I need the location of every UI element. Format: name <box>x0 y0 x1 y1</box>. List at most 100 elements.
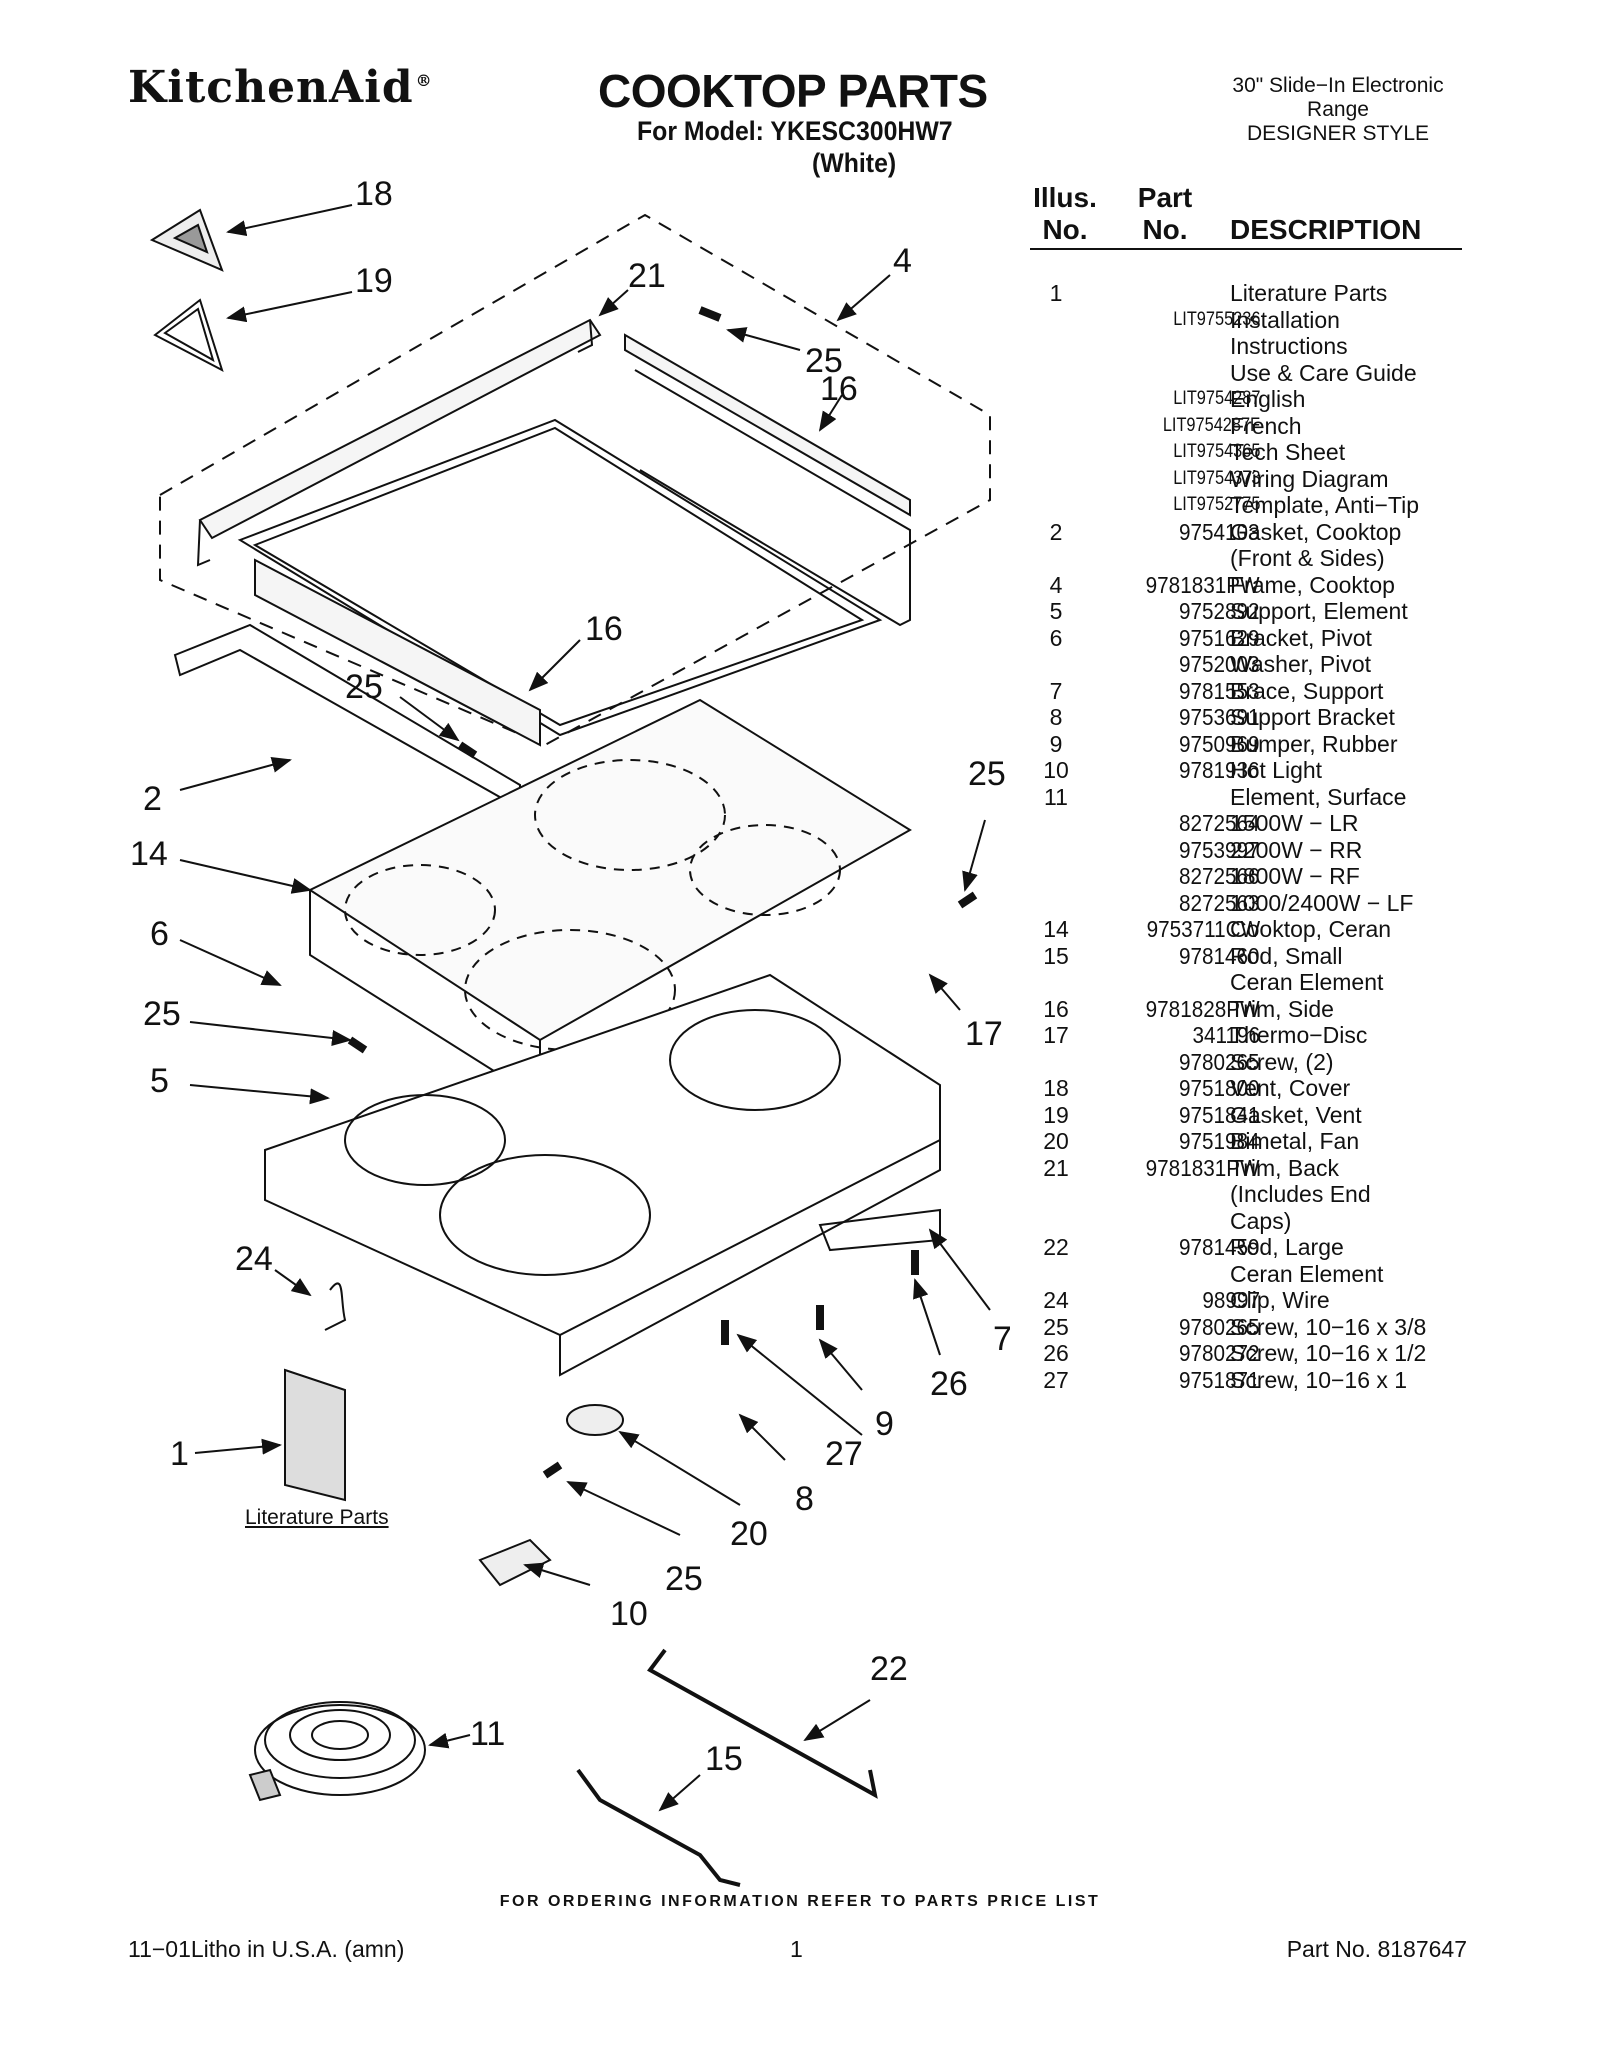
callout-1: 1 <box>170 1435 189 1473</box>
part-number: LIT9754287F <box>1162 414 1260 436</box>
table-row: Use & Care Guide <box>1030 360 1470 387</box>
callout-8: 8 <box>795 1480 814 1518</box>
callout-17: 17 <box>965 1015 1003 1053</box>
callout-5: 5 <box>150 1062 169 1100</box>
part-description: Screw, 10−16 x 1/2 <box>1230 1340 1427 1366</box>
illus-number: 1 <box>1049 280 1063 306</box>
exploded-parts-diagram: 18 19 21 4 25 16 16 25 2 14 25 6 25 17 5… <box>130 175 1010 1887</box>
callout-26: 26 <box>930 1365 968 1403</box>
illus-number: 10 <box>1043 757 1069 783</box>
cooktop-frame-dashed <box>159 213 991 747</box>
element-support-part <box>264 973 941 1337</box>
callout-25b: 25 <box>345 668 383 706</box>
callout-11: 11 <box>470 1715 505 1753</box>
part-number: 9781831PW <box>1146 571 1260 598</box>
part-number: LIT9754365 <box>1172 441 1260 462</box>
part-description: 1500W − LR <box>1230 810 1359 836</box>
table-row: Ceran Element <box>1030 969 1470 996</box>
callout-4: 4 <box>893 242 912 280</box>
table-row: (Includes End <box>1030 1181 1470 1208</box>
part-number: 9781831PW <box>1146 1154 1260 1181</box>
range-description: 30" Slide−In Electronic Range DESIGNER S… <box>1208 74 1468 146</box>
part-number: 341196 <box>1192 1022 1260 1048</box>
illus-number: 15 <box>1043 942 1069 969</box>
callout-25d: 25 <box>143 995 181 1033</box>
illus-number: 14 <box>1043 916 1069 942</box>
vent-gasket-part <box>153 298 224 373</box>
part-description: Gasket, Vent <box>1230 1101 1362 1128</box>
part-number: 9753691 <box>1179 704 1260 730</box>
callout-16b: 16 <box>585 610 623 648</box>
part-description: Caps) <box>1230 1207 1292 1234</box>
callout-2: 2 <box>143 780 162 818</box>
part-number: 9751871 <box>1179 1366 1260 1393</box>
part-number: LIT9754373 <box>1172 467 1260 489</box>
part-description: French <box>1230 412 1302 439</box>
header-rule <box>1030 248 1462 250</box>
table-row: Ceran Element <box>1030 1261 1470 1288</box>
part-number: 98997 <box>1202 1287 1260 1313</box>
part-description: (Includes End <box>1230 1181 1371 1207</box>
part-number: 9781553 <box>1179 677 1260 704</box>
part-number: 8272564 <box>1179 810 1260 836</box>
illus-number: 16 <box>1043 995 1069 1022</box>
part-number: LIT9752775 <box>1172 494 1260 515</box>
illus-number: 8 <box>1049 704 1063 730</box>
callout-9: 9 <box>875 1405 894 1443</box>
callout-25e: 25 <box>665 1560 703 1598</box>
illus-number: 5 <box>1049 598 1063 624</box>
part-description: Vent, Cover <box>1230 1075 1351 1101</box>
part-description: Support, Element <box>1230 598 1408 624</box>
callout-18: 18 <box>355 175 393 213</box>
small-rod-part <box>576 1768 741 1887</box>
part-number: 9753711CW <box>1146 916 1260 942</box>
side-trim-right <box>624 333 911 517</box>
part-number: 9750969 <box>1179 730 1260 757</box>
part-description: Cooktop, Ceran <box>1230 916 1392 942</box>
part-description: 1800W − RF <box>1230 863 1360 889</box>
literature-booklet <box>284 1368 346 1502</box>
part-number: 9780265 <box>1179 1313 1260 1340</box>
literature-parts-label: Literature Parts <box>245 1506 389 1529</box>
callout-19: 19 <box>355 262 393 300</box>
part-number: 8272566 <box>1179 863 1260 889</box>
part-description: Brace, Support <box>1230 677 1384 704</box>
part-description: Tech Sheet <box>1230 439 1346 465</box>
head-description: DESCRIPTION <box>1230 214 1422 245</box>
part-description: Support Bracket <box>1230 704 1395 730</box>
head-illus-line2: No. <box>1042 214 1088 245</box>
callout-6: 6 <box>150 915 169 953</box>
part-number: 9752892 <box>1179 598 1260 624</box>
part-description: Element, Surface <box>1230 783 1407 810</box>
part-description: Trim, Back <box>1230 1154 1340 1181</box>
page-number: 1 <box>790 1936 803 1962</box>
part-number: 9751800 <box>1179 1075 1260 1101</box>
illus-number: 20 <box>1043 1128 1069 1154</box>
part-description: Bumper, Rubber <box>1230 730 1398 757</box>
range-line-3: DESIGNER STYLE <box>1246 122 1430 145</box>
part-description: Rod, Large <box>1230 1234 1344 1260</box>
hot-light-part <box>478 1538 552 1587</box>
head-part: Part No. <box>1125 182 1205 246</box>
callout-14: 14 <box>130 835 168 873</box>
